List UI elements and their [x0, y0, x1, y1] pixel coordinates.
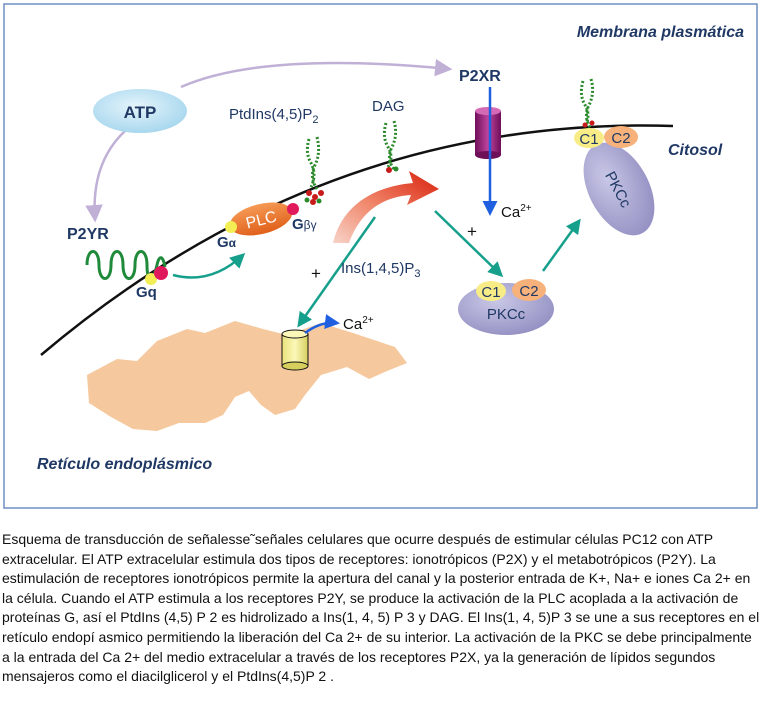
plc-enzyme [229, 202, 293, 236]
pkc-c1-label: C1 [481, 284, 500, 301]
plasma-membrane [40, 124, 674, 356]
atp-label: ATP [124, 103, 157, 122]
g-alpha-label: Gα [217, 234, 237, 251]
ins-label: Ins(1,4,5)P3 [341, 260, 421, 280]
cytosol-label: Citosol [668, 142, 723, 159]
p2xr-label: P2XR [459, 68, 501, 85]
ptdins-lipid [304, 136, 324, 205]
arrow-atp-to-p2yr [85, 130, 126, 223]
pkc-membrane-bound [583, 142, 655, 236]
atp-ellipse [93, 89, 187, 133]
p2xr-channel [475, 107, 501, 159]
gq-pink-subunit [154, 266, 168, 280]
pkc-membrane-c1-label: C1 [579, 131, 598, 148]
dag-lipid [382, 120, 399, 173]
g-betagamma-label: Gβγ [292, 216, 317, 233]
figure-frame [3, 3, 758, 509]
endoplasmic-reticulum [87, 321, 407, 431]
pkc-membrane-c1-domain [574, 128, 604, 148]
ca-er-label: Ca2+ [343, 315, 374, 333]
ip3-receptor-channel [281, 329, 309, 371]
pkc-membrane-c2-domain [604, 126, 638, 148]
membrane-label: Membrana plasmática [577, 24, 744, 41]
g-alpha-subunit [225, 221, 237, 233]
plus-sign-ins: + [311, 264, 321, 283]
arrow-dag-to-pkc [434, 210, 504, 278]
arrow-ins-to-er [297, 216, 377, 328]
er-label: Retículo endoplásmico [37, 456, 212, 473]
pkc-c2-label: C2 [519, 283, 538, 300]
signaling-diagram: ATP P2YR Gq PLC Gα Gβγ PtdIns(4,5)P2 DAG… [3, 3, 759, 511]
pkc-membrane-c2-label: C2 [611, 130, 630, 147]
ca-entry-label: Ca2+ [501, 203, 532, 221]
pkc-c2-domain [512, 279, 546, 301]
pkc-c1-domain [476, 281, 506, 301]
arrow-ca-release [304, 314, 340, 335]
p2yr-label: P2YR [67, 226, 109, 243]
dag-label: DAG [372, 98, 405, 115]
pkc-membrane-lipid [579, 78, 595, 130]
pkc-label: PKCc [487, 306, 526, 323]
gq-yellow-subunit [145, 273, 157, 285]
arrow-pkc-to-membrane [541, 218, 581, 272]
gq-label: Gq [136, 284, 157, 301]
arrow-gq-to-plc [172, 252, 246, 279]
arrow-atp-to-p2xr [180, 58, 453, 89]
hydrolysis-curved-arrow [333, 171, 439, 243]
g-betagamma-subunit [287, 203, 299, 215]
plus-sign-dag: + [467, 222, 477, 241]
ptdins-label: PtdIns(4,5)P2 [229, 106, 319, 126]
figure-caption: Esquema de transducción de señalesse˜señ… [2, 531, 760, 685]
